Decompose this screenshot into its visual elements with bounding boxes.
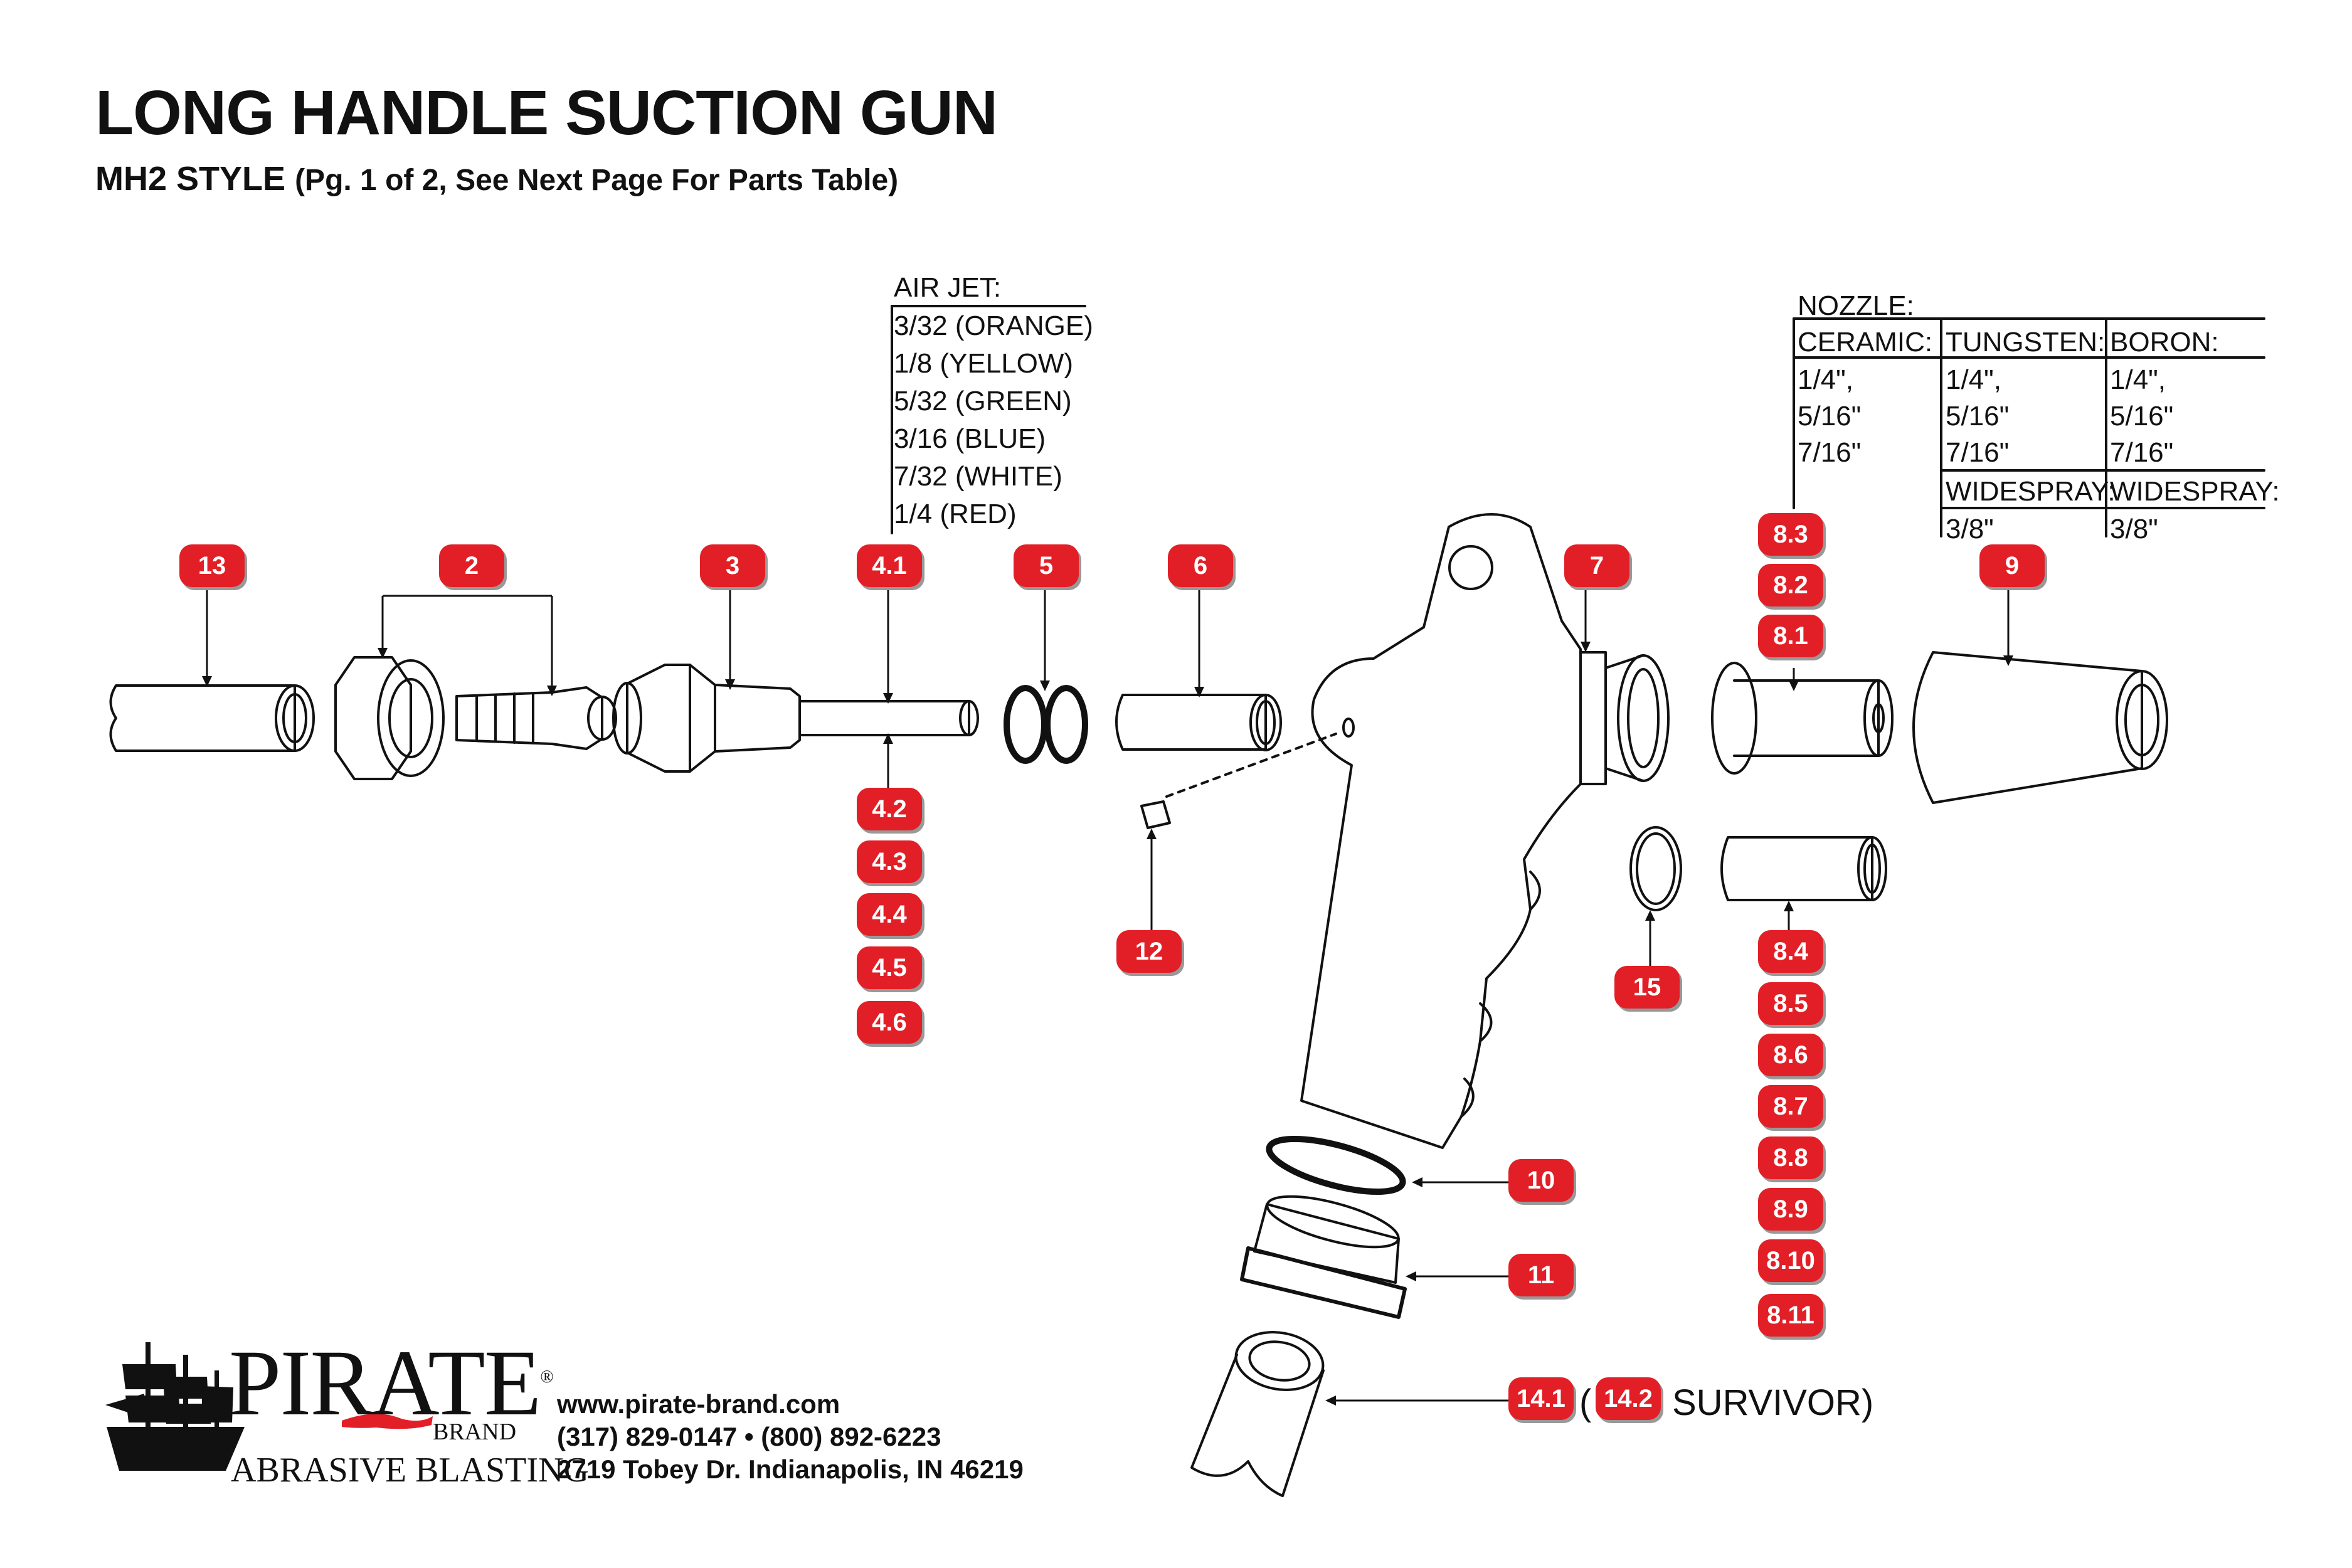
part-badge-4-1: 4.1 xyxy=(857,544,922,587)
air-jet-size: 1/4 (RED) xyxy=(894,499,1017,529)
logo-name: PIRATE xyxy=(229,1331,541,1435)
footer-phones: (317) 829-0147 • (800) 892-6223 xyxy=(557,1422,941,1451)
nozzle-widespray-header: WIDESPRAY: xyxy=(2110,476,2280,507)
nozzle-col-header: CERAMIC: xyxy=(1798,327,1933,358)
nozzle-size: 1/4", xyxy=(2110,364,2166,395)
part-badge-4-4: 4.4 xyxy=(857,893,922,936)
part-badge-4-3: 4.3 xyxy=(857,840,922,883)
nozzle-size: 1/4", xyxy=(1946,364,2002,395)
nozzle-heading: NOZZLE: xyxy=(1798,290,1914,321)
nozzle-size: 5/16" xyxy=(2110,401,2174,432)
part-badge-8-3: 8.3 xyxy=(1758,513,1823,556)
air-jet-size: 3/16 (BLUE) xyxy=(894,423,1046,454)
part-badge-15: 15 xyxy=(1614,966,1680,1009)
air-jet-size: 5/32 (GREEN) xyxy=(894,386,1072,416)
part-badge-13: 13 xyxy=(179,544,245,587)
logo-pirate-wordmark: PIRATE® xyxy=(229,1336,554,1430)
part-badge-3: 3 xyxy=(700,544,765,587)
survivor-label: SURVIVOR) xyxy=(1672,1382,1874,1423)
nozzle-size: 5/16" xyxy=(1946,401,2010,432)
nozzle-size: 5/16" xyxy=(1798,401,1862,432)
part-badge-12: 12 xyxy=(1116,930,1182,973)
part-badge-8-6: 8.6 xyxy=(1758,1034,1823,1076)
subtitle-note: (Pg. 1 of 2, See Next Page For Parts Tab… xyxy=(295,164,899,197)
part-badge-8-10: 8.10 xyxy=(1758,1239,1823,1282)
part-badge-8-7: 8.7 xyxy=(1758,1085,1823,1128)
part-badge-8-11: 8.11 xyxy=(1758,1294,1823,1337)
part-badge-8-4: 8.4 xyxy=(1758,930,1823,973)
red-brushstroke xyxy=(342,1414,433,1429)
pirate-ship-logo xyxy=(105,1342,245,1471)
nozzle-widespray-size: 3/8" xyxy=(1946,514,1994,544)
part-badge-7: 7 xyxy=(1564,544,1629,587)
air-jet-heading: AIR JET: xyxy=(894,272,1002,303)
part-badge-4-2: 4.2 xyxy=(857,788,922,830)
logo-brand: BRAND xyxy=(433,1419,517,1445)
part-badge-9: 9 xyxy=(1979,544,2045,587)
nozzle-widespray-header: WIDESPRAY: xyxy=(1946,476,2116,507)
footer-address: 2719 Tobey Dr. Indianapolis, IN 46219 xyxy=(557,1454,1024,1484)
survivor-open-paren: ( xyxy=(1579,1382,1592,1423)
nozzle-widespray-size: 3/8" xyxy=(2110,514,2158,544)
part-badge-6: 6 xyxy=(1168,544,1233,587)
part-badge-11: 11 xyxy=(1508,1254,1574,1296)
page-subtitle: MH2 STYLE (Pg. 1 of 2, See Next Page For… xyxy=(95,162,898,196)
nozzle-col-header: BORON: xyxy=(2110,327,2219,358)
nozzle-col-header: TUNGSTEN: xyxy=(1946,327,2106,358)
nozzle-size: 7/16" xyxy=(2110,437,2174,468)
nozzle-size: 1/4", xyxy=(1798,364,1854,395)
air-jet-size: 1/8 (YELLOW) xyxy=(894,348,1074,379)
nozzle-size: 7/16" xyxy=(1946,437,2010,468)
part-badge-8-1: 8.1 xyxy=(1758,615,1823,657)
footer-website[interactable]: www.pirate-brand.com xyxy=(557,1389,840,1419)
part-badge-8-8: 8.8 xyxy=(1758,1136,1823,1179)
logo-tagline: ABRASIVE BLASTING xyxy=(231,1451,589,1490)
part-badge-10: 10 xyxy=(1508,1159,1574,1202)
part-badge-8-5: 8.5 xyxy=(1758,982,1823,1025)
air-jet-size: 7/32 (WHITE) xyxy=(894,461,1062,492)
part-badge-2: 2 xyxy=(439,544,504,587)
part-badge-5: 5 xyxy=(1014,544,1079,587)
page-title: LONG HANDLE SUCTION GUN xyxy=(95,78,998,148)
part-badge-8-2: 8.2 xyxy=(1758,564,1823,607)
part-badge-8-9: 8.9 xyxy=(1758,1188,1823,1231)
subtitle-style: MH2 STYLE xyxy=(95,160,286,198)
part-badge-14-2: 14.2 xyxy=(1596,1377,1661,1420)
part-badge-14-1: 14.1 xyxy=(1508,1377,1574,1420)
logo-registered: ® xyxy=(540,1367,553,1387)
part-badge-4-6: 4.6 xyxy=(857,1001,922,1044)
part-badge-4-5: 4.5 xyxy=(857,946,922,989)
nozzle-size: 7/16" xyxy=(1798,437,1862,468)
air-jet-size: 3/32 (ORANGE) xyxy=(894,310,1093,341)
